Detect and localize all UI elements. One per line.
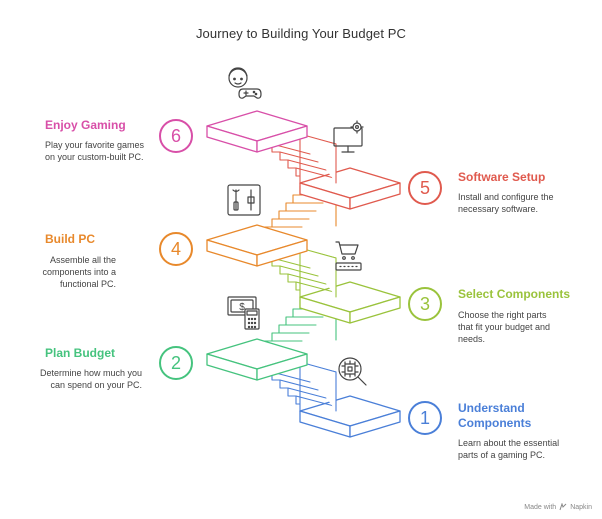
step-4-number: 4 bbox=[159, 232, 193, 266]
step-3-title: Select Components bbox=[458, 287, 571, 301]
cpu-search-icon bbox=[338, 357, 367, 386]
step-6-desc-line-2: on your custom-built PC. bbox=[45, 152, 144, 162]
money-calculator-icon: $ bbox=[227, 296, 260, 330]
landing-step-4 bbox=[206, 224, 308, 267]
step-5-number: 5 bbox=[408, 171, 442, 205]
step-5-description: Install and configure the necessary soft… bbox=[458, 191, 554, 215]
step-5-title: Software Setup bbox=[458, 170, 546, 184]
step-4-desc-line-1: Assemble all the bbox=[49, 255, 116, 265]
diagram-title: Journey to Building Your Budget PC bbox=[195, 26, 407, 41]
step-4-desc-line-2: components into a bbox=[42, 267, 116, 277]
footer-attribution: Made with Napkin bbox=[524, 503, 592, 511]
step-1-desc-line-2: parts of a gaming PC. bbox=[458, 450, 546, 460]
step-1-description: Learn about the essential parts of a gam… bbox=[458, 437, 559, 461]
svg-text:$: $ bbox=[239, 302, 245, 313]
step-2-desc-line-1: Determine how much you bbox=[39, 368, 142, 378]
step-5-desc-line-1: Install and configure the bbox=[458, 192, 554, 202]
step-1-title-line-1: Understand bbox=[458, 401, 525, 415]
footer-brand: Napkin bbox=[570, 503, 592, 511]
monitor-gear-icon bbox=[333, 120, 364, 153]
step-2-title: Plan Budget bbox=[45, 346, 116, 360]
step-2-description: Determine how much you can spend on your… bbox=[20, 367, 142, 391]
step-3-desc-line-1: Choose the right parts bbox=[458, 310, 547, 320]
step-6-desc-line-1: Play your favorite games bbox=[45, 140, 145, 150]
step-1-desc-line-1: Learn about the essential bbox=[458, 438, 560, 448]
step-6-number: 6 bbox=[159, 119, 193, 153]
step-3-desc-line-2: that fit your budget and bbox=[458, 322, 551, 332]
shopping-cart-icon bbox=[335, 241, 362, 271]
step-5-desc-line-2: necessary software. bbox=[458, 204, 539, 214]
tools-icon bbox=[227, 184, 261, 216]
step-6-title: Enjoy Gaming bbox=[45, 118, 126, 132]
step-2-desc-line-2: can spend on your PC. bbox=[50, 380, 142, 390]
step-4-title: Build PC bbox=[45, 232, 95, 246]
step-3-number: 3 bbox=[408, 287, 442, 321]
landing-step-6 bbox=[206, 110, 308, 153]
step-6-description: Play your favorite games on your custom-… bbox=[45, 139, 144, 163]
step-1-title-line-2: Components bbox=[458, 416, 532, 430]
landing-step-1 bbox=[299, 395, 401, 438]
step-3-desc-line-3: needs. bbox=[458, 334, 486, 344]
footer-made-with: Made with bbox=[524, 503, 557, 511]
step-2-number: 2 bbox=[159, 346, 193, 380]
landing-step-2 bbox=[206, 338, 308, 381]
napkin-logo-icon bbox=[559, 503, 567, 511]
step-4-description: Assemble all the components into a funct… bbox=[30, 254, 116, 290]
step-1-title: Understand Components bbox=[458, 401, 531, 431]
gamer-controller-icon bbox=[228, 67, 262, 99]
step-1-number: 1 bbox=[408, 401, 442, 435]
step-4-desc-line-3: functional PC. bbox=[59, 279, 116, 289]
step-3-description: Choose the right parts that fit your bud… bbox=[458, 309, 550, 345]
